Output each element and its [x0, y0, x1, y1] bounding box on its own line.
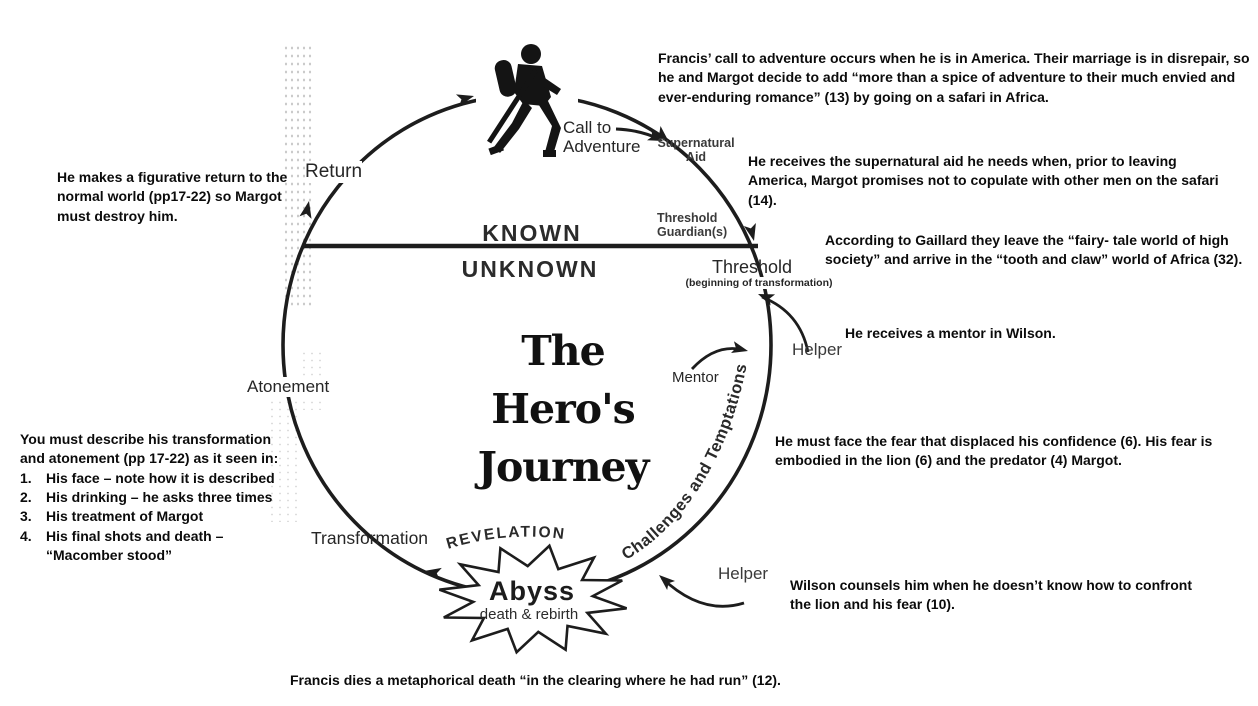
list-item-text: His treatment of Margot [46, 508, 204, 525]
list-item: 2. His drinking – he asks three times [20, 488, 292, 507]
return-label: Return [305, 161, 363, 183]
helper-upper-arrowhead [758, 294, 776, 306]
arrowhead-transformation [424, 567, 442, 581]
call-to-adventure-line2: Adventure [563, 137, 641, 156]
arrowhead-top [455, 94, 474, 107]
list-item: 3. His treatment of Margot [20, 507, 292, 526]
annotation-return: He makes a figurative return to the norm… [57, 169, 288, 224]
abyss-label: Abyss [488, 576, 576, 606]
title-line2: Hero's [491, 385, 635, 434]
annotation-supernatural-aid: He receives the supernatural aid he need… [748, 153, 1219, 208]
annotation-atonement-intro: You must describe his transformation and… [20, 431, 279, 467]
diagram-title: The Hero's Journey [477, 322, 650, 497]
list-item: 4. His final shots and death – “Macomber… [20, 527, 292, 566]
supernatural-aid-line2: Aid [685, 150, 707, 164]
list-item: 1. His face – note how it is described [20, 469, 292, 488]
annotation-abyss: Francis dies a metaphorical death “in th… [290, 672, 781, 688]
helper-lower-label: Helper [718, 564, 769, 583]
scan-speckle-band [268, 392, 302, 522]
circle-arrowheads [299, 94, 756, 581]
mentor-label: Mentor [672, 369, 719, 386]
annotation-call-to-adventure: Francis’ call to adventure occurs when h… [658, 50, 1250, 105]
list-item-text: His face – note how it is described [46, 469, 275, 486]
abyss-sub-label: death & rebirth [479, 606, 579, 623]
title-line3: Journey [477, 443, 650, 492]
title-line1: The [521, 327, 605, 375]
helper-lower-arrow [661, 576, 745, 608]
threshold-guardians-label: Threshold Guardian(s) [657, 211, 727, 239]
call-to-adventure-line1: Call to [563, 118, 612, 137]
annotation-atonement: You must describe his transformation and… [20, 430, 292, 565]
annotation-mentor: He receives a mentor in Wilson. [845, 325, 1056, 341]
supernatural-aid-label: Supernatural Aid [657, 136, 734, 164]
arrowhead-supernatural-aid [652, 126, 669, 142]
threshold-label: Threshold [712, 257, 793, 277]
list-item-number: 2. [20, 488, 32, 505]
call-to-adventure-arrowhead [647, 130, 663, 141]
threshold-guardians-line1: Threshold [657, 211, 718, 225]
list-item-number: 3. [20, 508, 32, 525]
helper-lower-arrowhead [659, 575, 676, 591]
mentor-arrowhead [731, 341, 748, 353]
abyss-starburst [438, 543, 628, 655]
transformation-label: Transformation [311, 528, 429, 548]
atonement-label: Atonement [244, 377, 333, 397]
annotation-helper: Wilson counsels him when he doesn’t know… [790, 577, 1192, 613]
known-label: KNOWN [482, 220, 582, 246]
helper-upper-label: Helper [792, 340, 843, 359]
arrowhead-threshold [743, 223, 756, 241]
list-item-number: 4. [20, 527, 32, 544]
unknown-label: UNKNOWN [461, 256, 599, 282]
threshold-guardians-line2: Guardian(s) [657, 225, 728, 239]
call-to-adventure-label: Call to Adventure [563, 118, 641, 156]
list-item-text: His drinking – he asks three times [46, 488, 273, 505]
annotation-challenges: He must face the fear that displaced his… [775, 433, 1213, 469]
threshold-sub-label: (beginning of transformation) [685, 277, 833, 289]
list-item-number: 1. [20, 469, 32, 486]
list-item-text: His final shots and death – “Macomber st… [46, 527, 224, 563]
annotation-threshold: According to Gaillard they leave the “fa… [825, 232, 1243, 268]
hiker-icon [487, 44, 561, 157]
supernatural-aid-line1: Supernatural [657, 136, 735, 150]
arrowhead-return [299, 201, 312, 219]
